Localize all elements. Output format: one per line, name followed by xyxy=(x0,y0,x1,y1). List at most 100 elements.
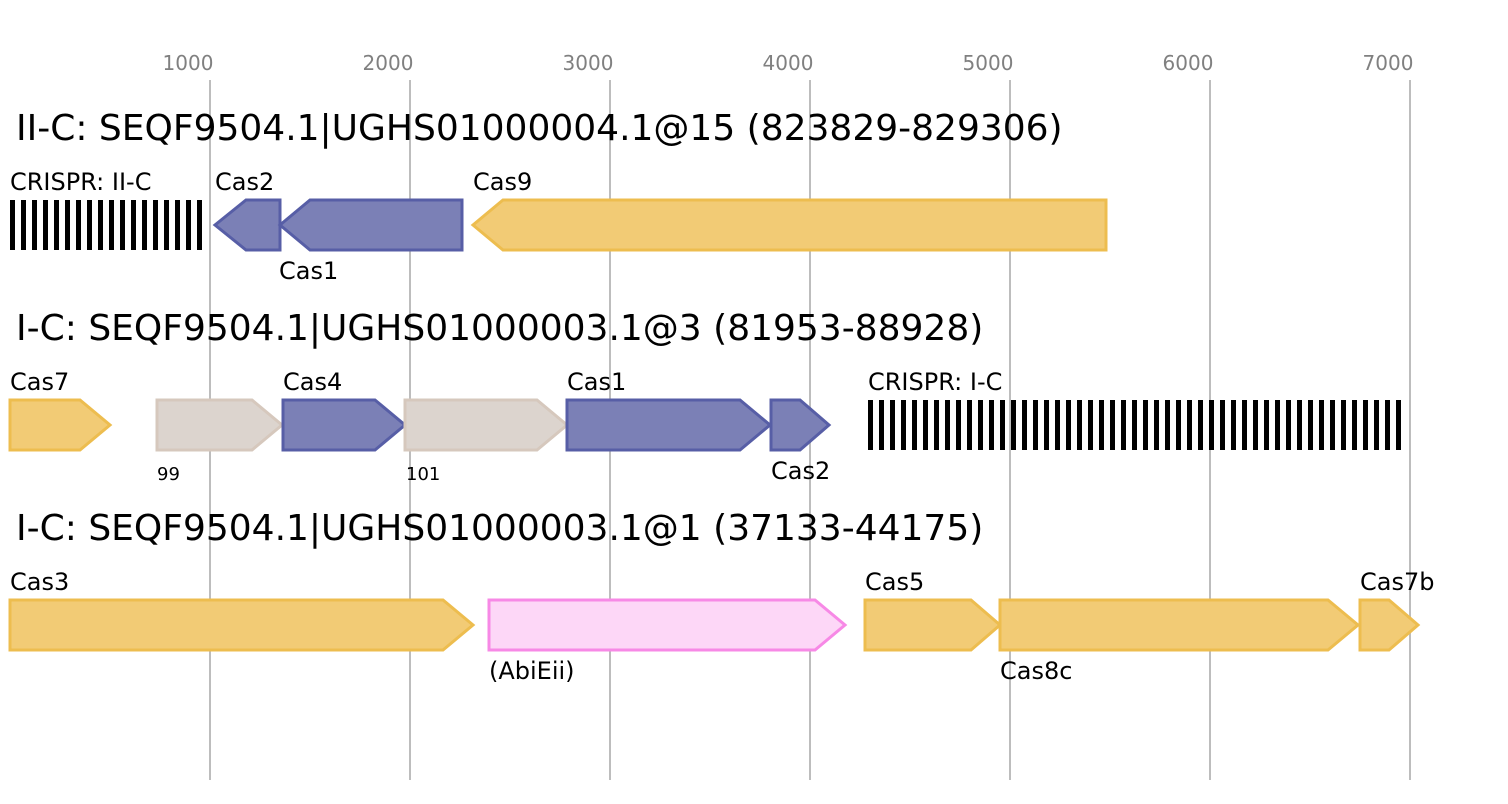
crispr-repeat xyxy=(1154,400,1159,450)
crispr-repeat xyxy=(912,400,917,450)
crispr-repeat xyxy=(1055,400,1060,450)
crispr-repeat xyxy=(43,200,48,250)
crispr-repeat xyxy=(1110,400,1115,450)
gene-label: Cas1 xyxy=(279,257,338,285)
crispr-repeat xyxy=(32,200,37,250)
tick-label: 5000 xyxy=(963,51,1014,75)
crispr-repeat xyxy=(1198,400,1203,450)
crispr-repeat xyxy=(934,400,939,450)
crispr-array xyxy=(10,200,202,250)
gene-arrow-cas4 xyxy=(281,398,408,452)
crispr-repeat xyxy=(901,400,906,450)
gene-arrow-cas2 xyxy=(769,398,832,452)
crispr-repeat xyxy=(1022,400,1027,450)
crispr-repeat xyxy=(1319,400,1324,450)
gene-arrow-101 xyxy=(403,398,570,452)
gene-arrow-cas9 xyxy=(470,198,1108,252)
tick-label: 7000 xyxy=(1363,51,1414,75)
gene-label: Cas1 xyxy=(567,368,626,396)
gene-label: Cas7 xyxy=(10,368,69,396)
crispr-repeat xyxy=(1165,400,1170,450)
gene-arrow-cas8c xyxy=(998,598,1361,652)
crispr-repeat xyxy=(1308,400,1313,450)
crispr-repeat xyxy=(1385,400,1390,450)
crispr-repeat xyxy=(153,200,158,250)
crispr-repeat xyxy=(1209,400,1214,450)
gene-label: Cas7b xyxy=(1360,568,1434,596)
tick-label: 3000 xyxy=(563,51,614,75)
crispr-repeat xyxy=(1231,400,1236,450)
locus-title: I-C: SEQF9504.1|UGHS01000003.1@1 (37133-… xyxy=(16,508,983,549)
crispr-repeat xyxy=(76,200,81,250)
crispr-repeat xyxy=(923,400,928,450)
crispr-repeat xyxy=(890,400,895,450)
crispr-repeat xyxy=(1132,400,1137,450)
gene-label: Cas9 xyxy=(473,168,532,196)
locus-3: I-C: SEQF9504.1|UGHS01000003.1@1 (37133-… xyxy=(8,508,1434,685)
crispr-repeat xyxy=(109,200,114,250)
axis-ticks: 1000 2000 3000 4000 5000 6000 7000 xyxy=(163,51,1414,75)
tick-label: 4000 xyxy=(763,51,814,75)
crispr-repeat xyxy=(186,200,191,250)
locus-2: I-C: SEQF9504.1|UGHS01000003.1@3 (81953-… xyxy=(8,308,1401,485)
gene-arrow-abieii xyxy=(487,598,848,652)
crispr-repeat xyxy=(1352,400,1357,450)
crispr-repeat xyxy=(10,200,15,250)
crispr-repeat xyxy=(1099,400,1104,450)
crispr-array xyxy=(868,400,1401,450)
crispr-repeat xyxy=(1077,400,1082,450)
crispr-repeat xyxy=(967,400,972,450)
gene-label: 101 xyxy=(406,464,440,485)
crispr-repeat xyxy=(1253,400,1258,450)
locus-title: II-C: SEQF9504.1|UGHS01000004.1@15 (8238… xyxy=(16,108,1063,149)
crispr-repeat xyxy=(1374,400,1379,450)
crispr-repeat xyxy=(1121,400,1126,450)
gene-arrow-cas1 xyxy=(277,198,464,252)
gene-arrow-99 xyxy=(155,398,285,452)
crispr-repeat xyxy=(131,200,136,250)
locus-title: I-C: SEQF9504.1|UGHS01000003.1@3 (81953-… xyxy=(16,308,983,349)
gene-arrow-cas7 xyxy=(8,398,113,452)
crispr-repeat xyxy=(120,200,125,250)
crispr-repeat xyxy=(1242,400,1247,450)
gene-arrow-cas2 xyxy=(212,198,282,252)
crispr-repeat xyxy=(1011,400,1016,450)
crispr-repeat xyxy=(1000,400,1005,450)
crispr-repeat xyxy=(65,200,70,250)
gene-label: Cas3 xyxy=(10,568,69,596)
crispr-label: CRISPR: II-C xyxy=(10,168,151,196)
gene-label: Cas2 xyxy=(215,168,274,196)
crispr-repeat xyxy=(1363,400,1368,450)
crispr-repeat xyxy=(1396,400,1401,450)
crispr-repeat xyxy=(1264,400,1269,450)
gene-label: (AbiEii) xyxy=(489,657,575,685)
crispr-repeat xyxy=(879,400,884,450)
gene-arrow-cas3 xyxy=(8,598,476,652)
gene-label: Cas4 xyxy=(283,368,342,396)
tick-label: 6000 xyxy=(1163,51,1214,75)
crispr-repeat xyxy=(98,200,103,250)
crispr-repeat xyxy=(1044,400,1049,450)
crispr-repeat xyxy=(142,200,147,250)
gene-label: Cas8c xyxy=(1000,657,1072,685)
gene-label: 99 xyxy=(157,464,180,485)
crispr-repeat xyxy=(1341,400,1346,450)
crispr-repeat xyxy=(197,200,202,250)
tick-label: 2000 xyxy=(363,51,414,75)
crispr-label: CRISPR: I-C xyxy=(868,368,1002,396)
crispr-repeat xyxy=(1033,400,1038,450)
crispr-repeat xyxy=(87,200,92,250)
crispr-repeat xyxy=(1088,400,1093,450)
gene-label: Cas2 xyxy=(771,457,830,485)
gene-label: Cas5 xyxy=(865,568,924,596)
crispr-repeat xyxy=(1176,400,1181,450)
crispr-repeat xyxy=(54,200,59,250)
crispr-repeat xyxy=(989,400,994,450)
crispr-repeat xyxy=(164,200,169,250)
tick-label: 1000 xyxy=(163,51,214,75)
crispr-repeat xyxy=(1066,400,1071,450)
crispr-repeat xyxy=(1275,400,1280,450)
gene-arrow-cas5 xyxy=(863,598,1003,652)
crispr-repeat xyxy=(978,400,983,450)
